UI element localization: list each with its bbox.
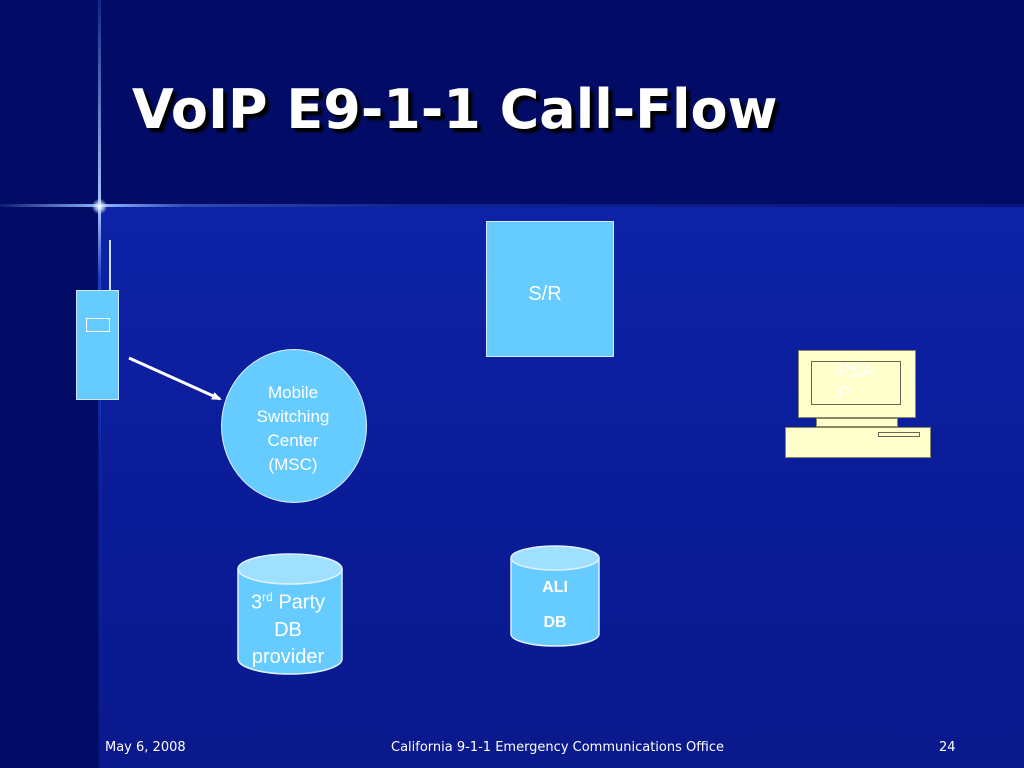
- pc-base-unit: [785, 427, 931, 458]
- third-party-db-line1: 3rd Party: [236, 584, 340, 617]
- third-party-db-ordinal-suffix: rd: [262, 590, 273, 604]
- msc-label-line: (MSC): [268, 455, 318, 474]
- mobile-phone-icon: [76, 290, 119, 400]
- third-party-db-label: 3rd Party DB provider: [236, 584, 340, 671]
- msc-label-line: Switching: [256, 407, 330, 426]
- ali-db-cylinder-icon: [510, 545, 600, 647]
- ali-db-line2: DB: [543, 614, 567, 631]
- footer-date: May 6, 2008: [105, 740, 186, 755]
- decorative-light-flare: [92, 199, 107, 214]
- ali-db-label: ALI DB: [511, 570, 599, 640]
- sr-label: S/R: [528, 283, 562, 305]
- phone-screen: [86, 318, 110, 332]
- msc-label-line: Mobile: [267, 383, 319, 402]
- footer-page-number: 24: [939, 740, 956, 755]
- slide-background-top: [0, 0, 1024, 207]
- phone-antenna: [109, 240, 111, 290]
- psap-label-line: P: [838, 383, 851, 403]
- footer-organization: California 9-1-1 Emergency Communication…: [391, 740, 724, 755]
- sr-box: S/R: [486, 221, 614, 357]
- third-party-db-line3: provider: [251, 645, 325, 668]
- ali-db-line1: ALI: [542, 579, 568, 596]
- third-party-db-word: Party: [272, 591, 326, 614]
- pc-screen: PSA P: [811, 361, 901, 405]
- third-party-db-ordinal: 3: [250, 591, 263, 614]
- decorative-horizontal-line: [0, 204, 1024, 207]
- pc-disk-drive: [878, 432, 920, 437]
- psap-computer-icon: PSA P: [784, 349, 932, 461]
- msc-node: Mobile Switching Center (MSC): [221, 349, 367, 503]
- psap-label-line: PSA: [838, 361, 875, 381]
- msc-label-line: Center: [267, 431, 319, 450]
- third-party-db-line2: DB: [274, 618, 302, 641]
- psap-label: PSA P: [838, 361, 898, 404]
- msc-label: Mobile Switching Center (MSC): [222, 381, 364, 477]
- pc-stand: [816, 418, 898, 427]
- third-party-db-cylinder-icon: [237, 553, 343, 675]
- pc-monitor: PSA P: [798, 350, 916, 418]
- slide-title: VoIP E9-1-1 Call-Flow: [132, 78, 778, 141]
